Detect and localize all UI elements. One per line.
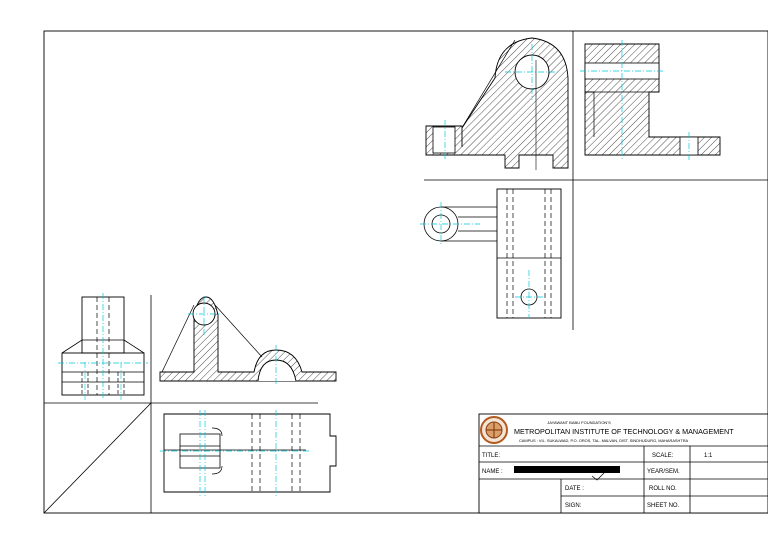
sign-label: SIGN:	[565, 503, 582, 509]
sheet-label: SHEET NO.	[647, 503, 680, 509]
name-label: NAME :	[482, 469, 503, 475]
roll-label: ROLL NO.	[649, 486, 677, 492]
title-label: TITLE:	[482, 453, 500, 459]
foundation-text: JAYAWANT BABU FOUNDATION'S	[547, 420, 611, 425]
scale-label: SCALE:	[652, 453, 674, 459]
title-block: JAYAWANT BABU FOUNDATION'S METROPOLITAN …	[478, 413, 768, 514]
front-view-left	[159, 296, 337, 384]
year-label: YEAR/SEM.	[647, 469, 680, 475]
top-view-left	[160, 410, 337, 496]
front-sectional-view	[425, 37, 569, 170]
side-sectional-view	[580, 40, 721, 160]
institute-name: METROPOLITAN INSTITUTE OF TECHNOLOGY & M…	[514, 427, 734, 436]
institute-address: CAMPUS : VIL. SUKALWAD, P.O. OROS, TAL- …	[519, 438, 689, 443]
scale-value: 1:1	[704, 453, 713, 459]
name-redaction-bar	[514, 466, 620, 473]
side-view-left	[58, 293, 148, 400]
check-mark	[591, 471, 606, 481]
institute-logo	[480, 416, 508, 444]
sheet-border	[43, 30, 768, 514]
miter-line	[43, 402, 152, 514]
top-view-right	[420, 188, 562, 319]
date-label: DATE :	[565, 486, 584, 492]
